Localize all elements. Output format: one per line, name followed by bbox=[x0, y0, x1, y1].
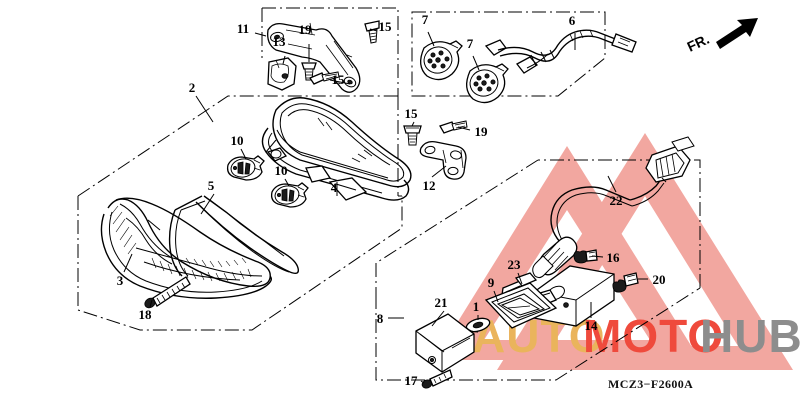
callout-8: 8 bbox=[377, 311, 384, 326]
part-7-socket-a bbox=[420, 40, 463, 81]
callout-16: 16 bbox=[607, 250, 621, 265]
leader-lines bbox=[123, 28, 648, 384]
callout-12: 12 bbox=[423, 178, 436, 193]
part-5-seal-b bbox=[195, 195, 300, 275]
watermark-text-moto: MOTO bbox=[583, 310, 724, 362]
boundary-upper-right bbox=[411, 11, 606, 97]
callout-19b: 19 bbox=[475, 124, 489, 139]
boundary-left-assembly bbox=[77, 95, 403, 331]
boundary-lower-right bbox=[375, 159, 701, 381]
callout-15c: 15 bbox=[405, 106, 419, 121]
part-21-license-lens bbox=[415, 313, 475, 373]
part-12-mount-bracket bbox=[419, 140, 467, 180]
callout-numbers: 11 13 19 15 15 7 7 6 2 10 10 5 4 3 18 15… bbox=[117, 12, 666, 388]
part-4-taillight-housing bbox=[261, 97, 412, 201]
boundary-upper-left bbox=[261, 7, 399, 96]
part-7-socket-b bbox=[466, 63, 509, 104]
callout-20: 20 bbox=[653, 272, 666, 287]
callout-17: 17 bbox=[405, 373, 419, 388]
part-5-seal-a bbox=[168, 195, 206, 277]
part-18-tapping-screw bbox=[144, 276, 191, 309]
part-15-screw-a bbox=[364, 20, 380, 44]
callout-3: 3 bbox=[117, 273, 124, 288]
callout-7b: 7 bbox=[467, 36, 474, 51]
fr-label: FR. bbox=[685, 31, 712, 55]
callout-6: 6 bbox=[569, 13, 576, 28]
part-3-lens bbox=[100, 197, 273, 299]
callout-13: 13 bbox=[273, 34, 287, 49]
callout-23: 23 bbox=[508, 257, 522, 272]
part-10-bulb-b bbox=[270, 182, 309, 208]
callout-10a: 10 bbox=[231, 133, 244, 148]
part-13-clip bbox=[267, 57, 297, 91]
callout-18: 18 bbox=[139, 307, 153, 322]
callout-9: 9 bbox=[488, 275, 495, 290]
callout-14: 14 bbox=[585, 318, 599, 333]
part-17-screw bbox=[421, 369, 453, 389]
part-10-bulb-a bbox=[226, 155, 265, 181]
automotohub-watermark: AUTO MOTO HUB bbox=[472, 310, 800, 362]
part-22-wire-harness bbox=[532, 136, 695, 279]
part-15-screw-c bbox=[403, 125, 422, 146]
callout-5: 5 bbox=[208, 178, 215, 193]
part-22-grommet bbox=[532, 236, 578, 279]
part-22-connector bbox=[645, 136, 695, 183]
callout-7a: 7 bbox=[422, 12, 429, 27]
callout-15a: 15 bbox=[379, 19, 393, 34]
part-20-bolt bbox=[612, 272, 639, 293]
callout-1: 1 bbox=[473, 299, 480, 314]
part-19-screw-b bbox=[439, 120, 468, 134]
part-15-screw-b bbox=[309, 71, 340, 85]
callout-2: 2 bbox=[189, 80, 196, 95]
part-number-label: MCZ3−F2600A bbox=[608, 377, 693, 391]
part-6-wire-harness bbox=[484, 29, 637, 74]
callout-11: 11 bbox=[237, 21, 249, 36]
part-16-bolt bbox=[573, 249, 598, 264]
callout-10b: 10 bbox=[275, 163, 288, 178]
part-9-base-gasket bbox=[484, 282, 558, 329]
callout-4: 4 bbox=[331, 180, 338, 195]
watermark-text-hub: HUB bbox=[700, 310, 800, 362]
callout-21: 21 bbox=[435, 295, 448, 310]
callout-22: 22 bbox=[610, 193, 623, 208]
fr-direction-marker: FR. bbox=[685, 18, 758, 55]
callout-19a: 19 bbox=[299, 22, 313, 37]
callout-15b: 15 bbox=[332, 72, 346, 87]
